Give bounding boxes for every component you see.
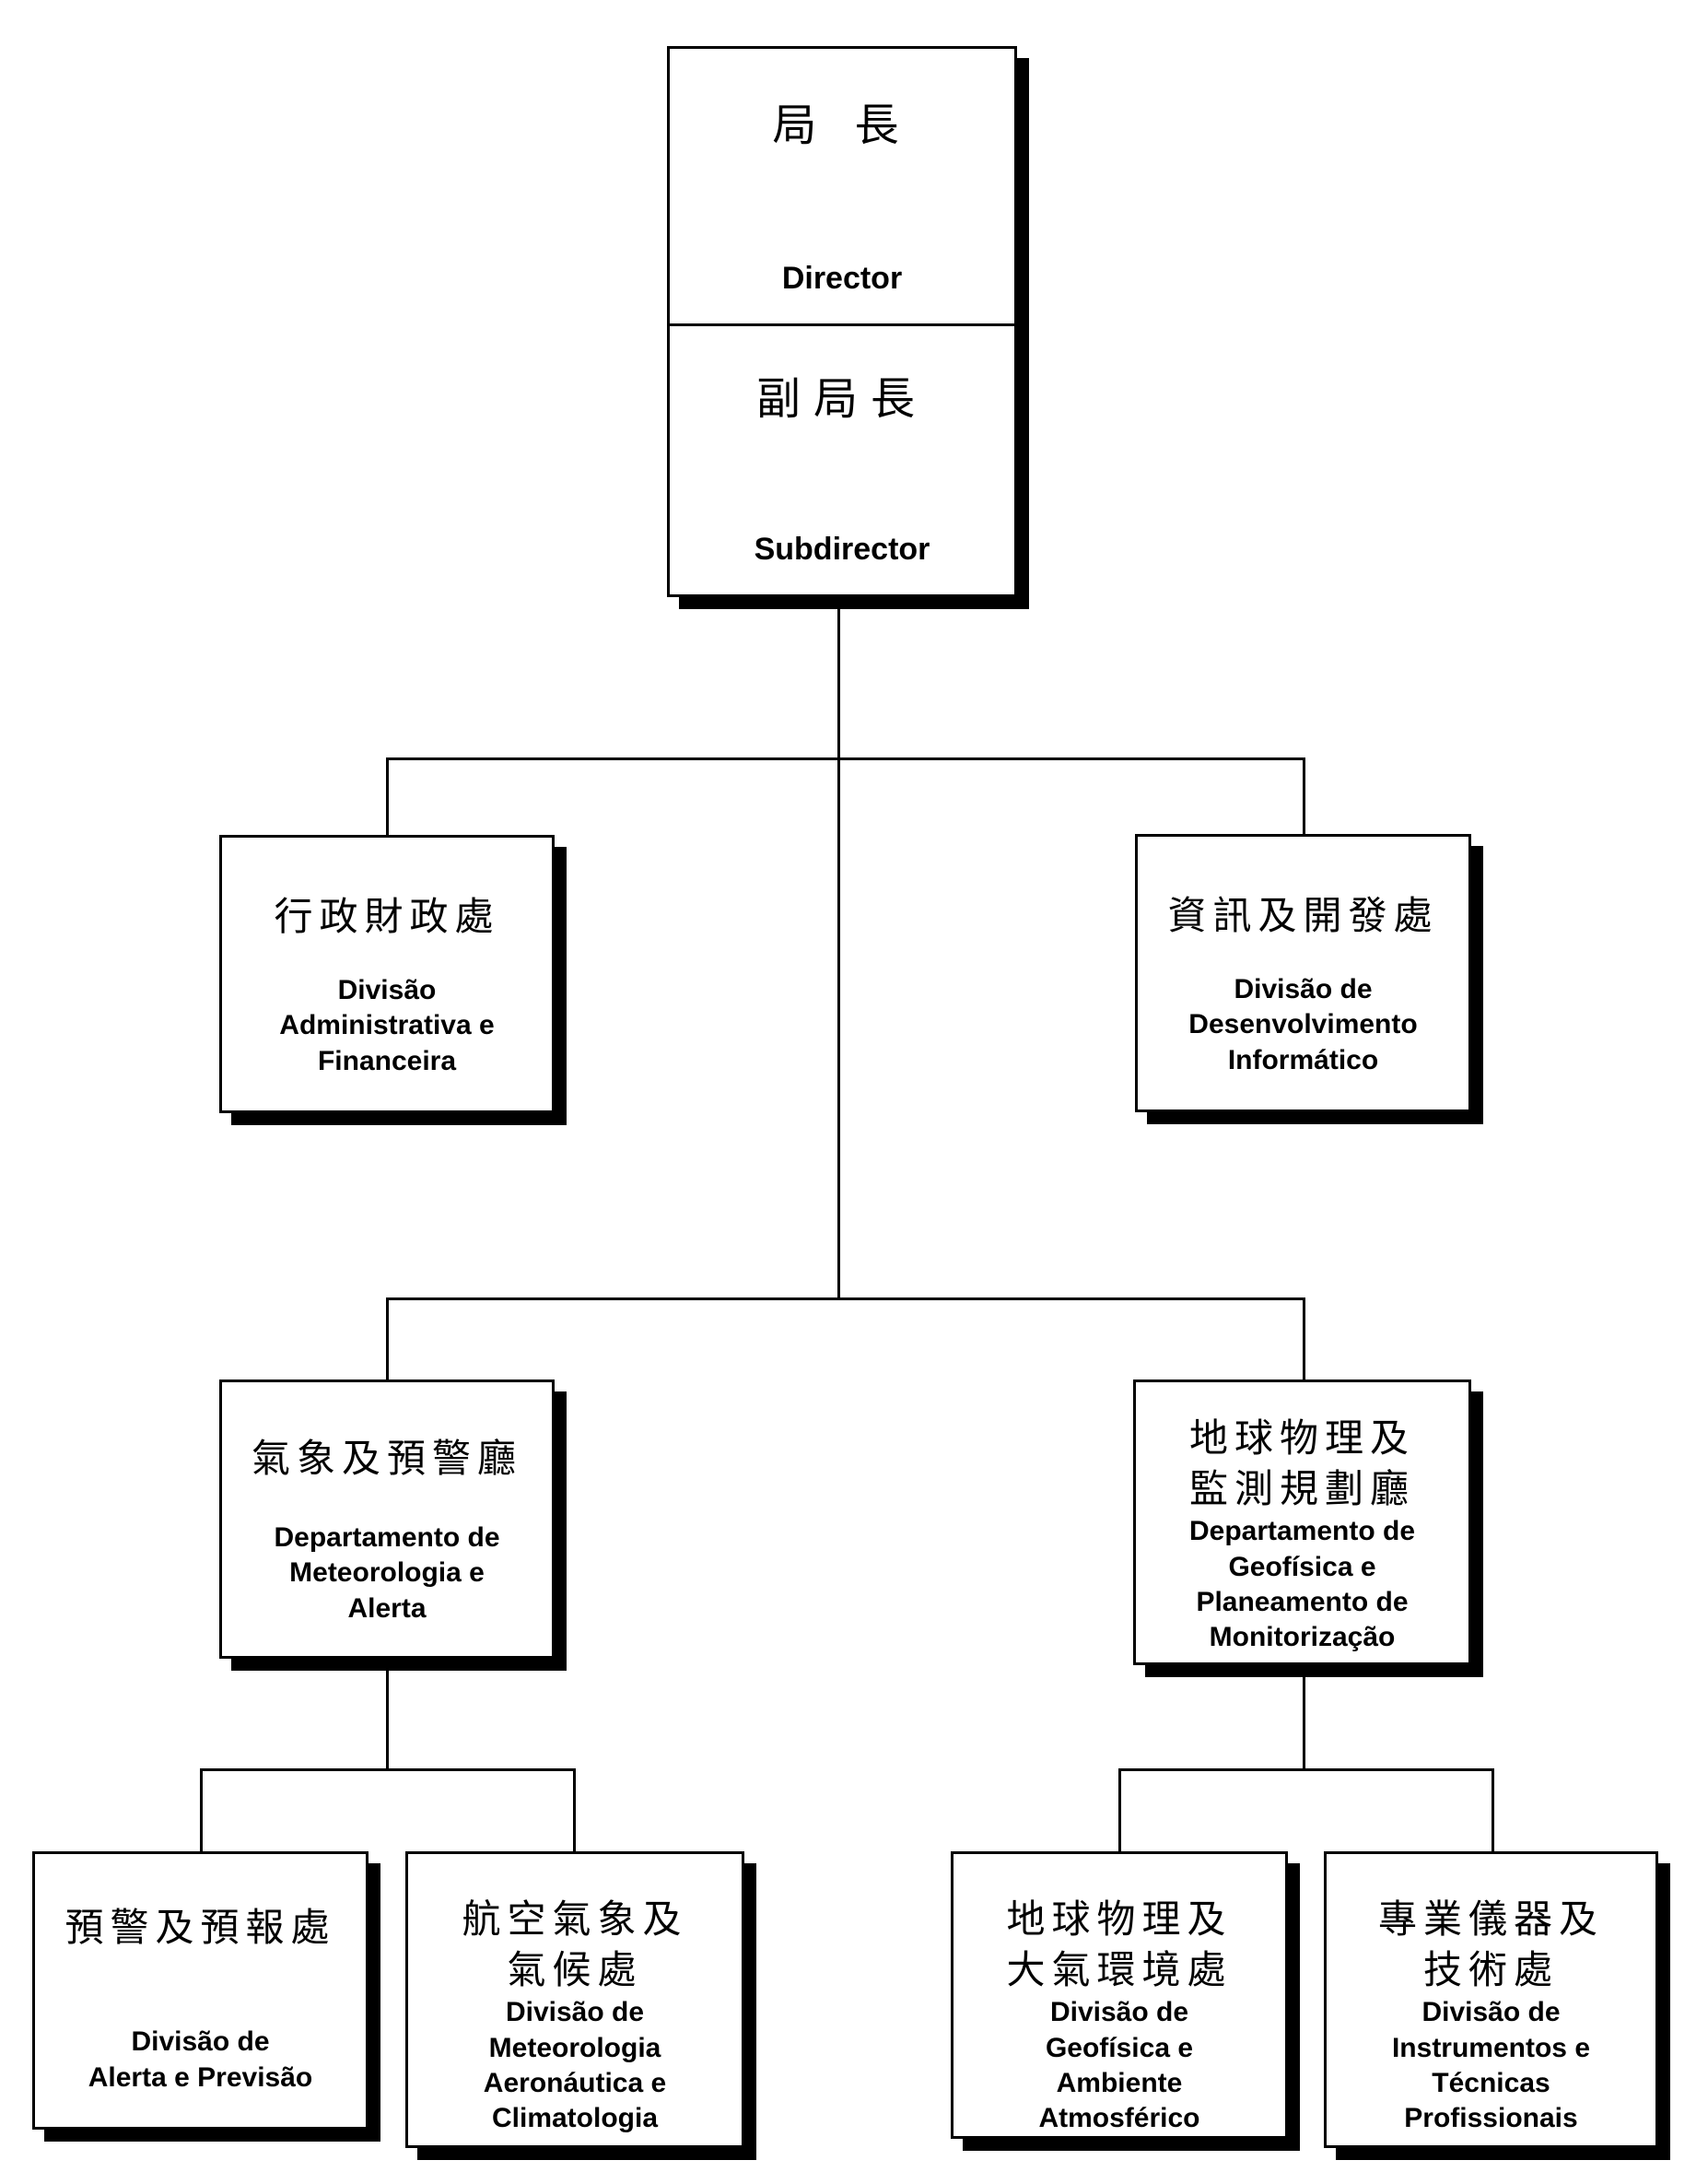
director-zh-label: 局 長 [772,101,912,150]
node-aeronautical-climatology-division: 航空氣象及 氣候處 Divisão de Meteorologia Aeroná… [405,1851,744,2148]
connector-stub-admin [386,757,389,837]
node-director: 局 長 Director [670,49,1014,326]
connector-meteo-trunk [386,1659,389,1771]
it-development-zh-label: 資訊及開發處 [1167,894,1439,937]
connector-stub-instruments-division [1492,1768,1494,1853]
admin-financial-pt-label: Divisão Administrativa e Financeira [279,974,495,1076]
it-development-pt-label: Divisão de Desenvolvimento Informático [1188,973,1418,1075]
connector-geo-trunk [1303,1665,1305,1771]
aeronautical-climatology-pt-label: Divisão de Meteorologia Aeronáutica e Cl… [483,1997,667,2134]
node-instruments-techniques-division: 專業儀器及 技術處 Divisão de Instrumentos e Técn… [1324,1851,1658,2148]
node-geophysics-atmospheric-division: 地球物理及 大氣環境處 Divisão de Geofísica e Ambie… [951,1851,1288,2139]
node-director-subdirector: 局 長 Director 副局長 Subdirector [667,46,1017,597]
alert-forecast-zh-label: 預警及預報處 [64,1906,336,1949]
geophysics-planning-zh-label: 地球物理及 監測規劃廳 [1188,1416,1415,1510]
alert-forecast-pt-label: Divisão de Alerta e Previsão [88,2026,313,2093]
node-alert-forecast-division: 預警及預報處 Divisão de Alerta e Previsão [32,1851,369,2130]
connector-director-trunk [837,597,840,1300]
instruments-techniques-zh-label: 專業儀器及 技術處 [1377,1897,1604,1991]
connector-stub-info [1303,757,1305,836]
connector-level3-tee [386,1297,1305,1300]
connector-level2-tee [386,757,1305,760]
connector-stub-aeronautical-division [573,1768,576,1853]
meteorology-alert-zh-label: 氣象及預警廳 [251,1437,522,1480]
geophysics-planning-pt-label: Departamento de Geofísica e Planeamento … [1188,1516,1416,1653]
node-meteorology-alert-department: 氣象及預警廳 Departamento de Meteorologia e Al… [219,1380,555,1659]
connector-geo-children-tee [1118,1768,1494,1771]
node-it-development-division: 資訊及開發處 Divisão de Desenvolvimento Inform… [1135,834,1471,1112]
connector-stub-geophysics-division [1118,1768,1121,1853]
meteorology-alert-pt-label: Departamento de Meteorologia e Alerta [274,1521,500,1624]
node-admin-financial-division: 行政財政處 Divisão Administrativa e Financeir… [219,835,555,1113]
connector-stub-alert-division [200,1768,203,1853]
connector-meteo-children-tee [200,1768,576,1771]
node-subdirector: 副局長 Subdirector [670,326,1014,594]
node-geophysics-planning-department: 地球物理及 監測規劃廳 Departamento de Geofísica e … [1133,1380,1471,1665]
director-pt-label: Director [781,261,903,297]
subdirector-zh-label: 副局長 [755,375,928,424]
geophysics-atmospheric-zh-label: 地球物理及 大氣環境處 [1006,1897,1233,1991]
geophysics-atmospheric-pt-label: Divisão de Geofísica e Ambiente Atmosfér… [1038,1997,1200,2134]
admin-financial-zh-label: 行政財政處 [274,895,500,938]
instruments-techniques-pt-label: Divisão de Instrumentos e Técnicas Profi… [1391,1997,1591,2134]
connector-stub-geo [1303,1297,1305,1381]
aeronautical-climatology-zh-label: 航空氣象及 氣候處 [462,1897,688,1991]
connector-stub-meteo [386,1297,389,1381]
subdirector-pt-label: Subdirector [754,532,930,568]
